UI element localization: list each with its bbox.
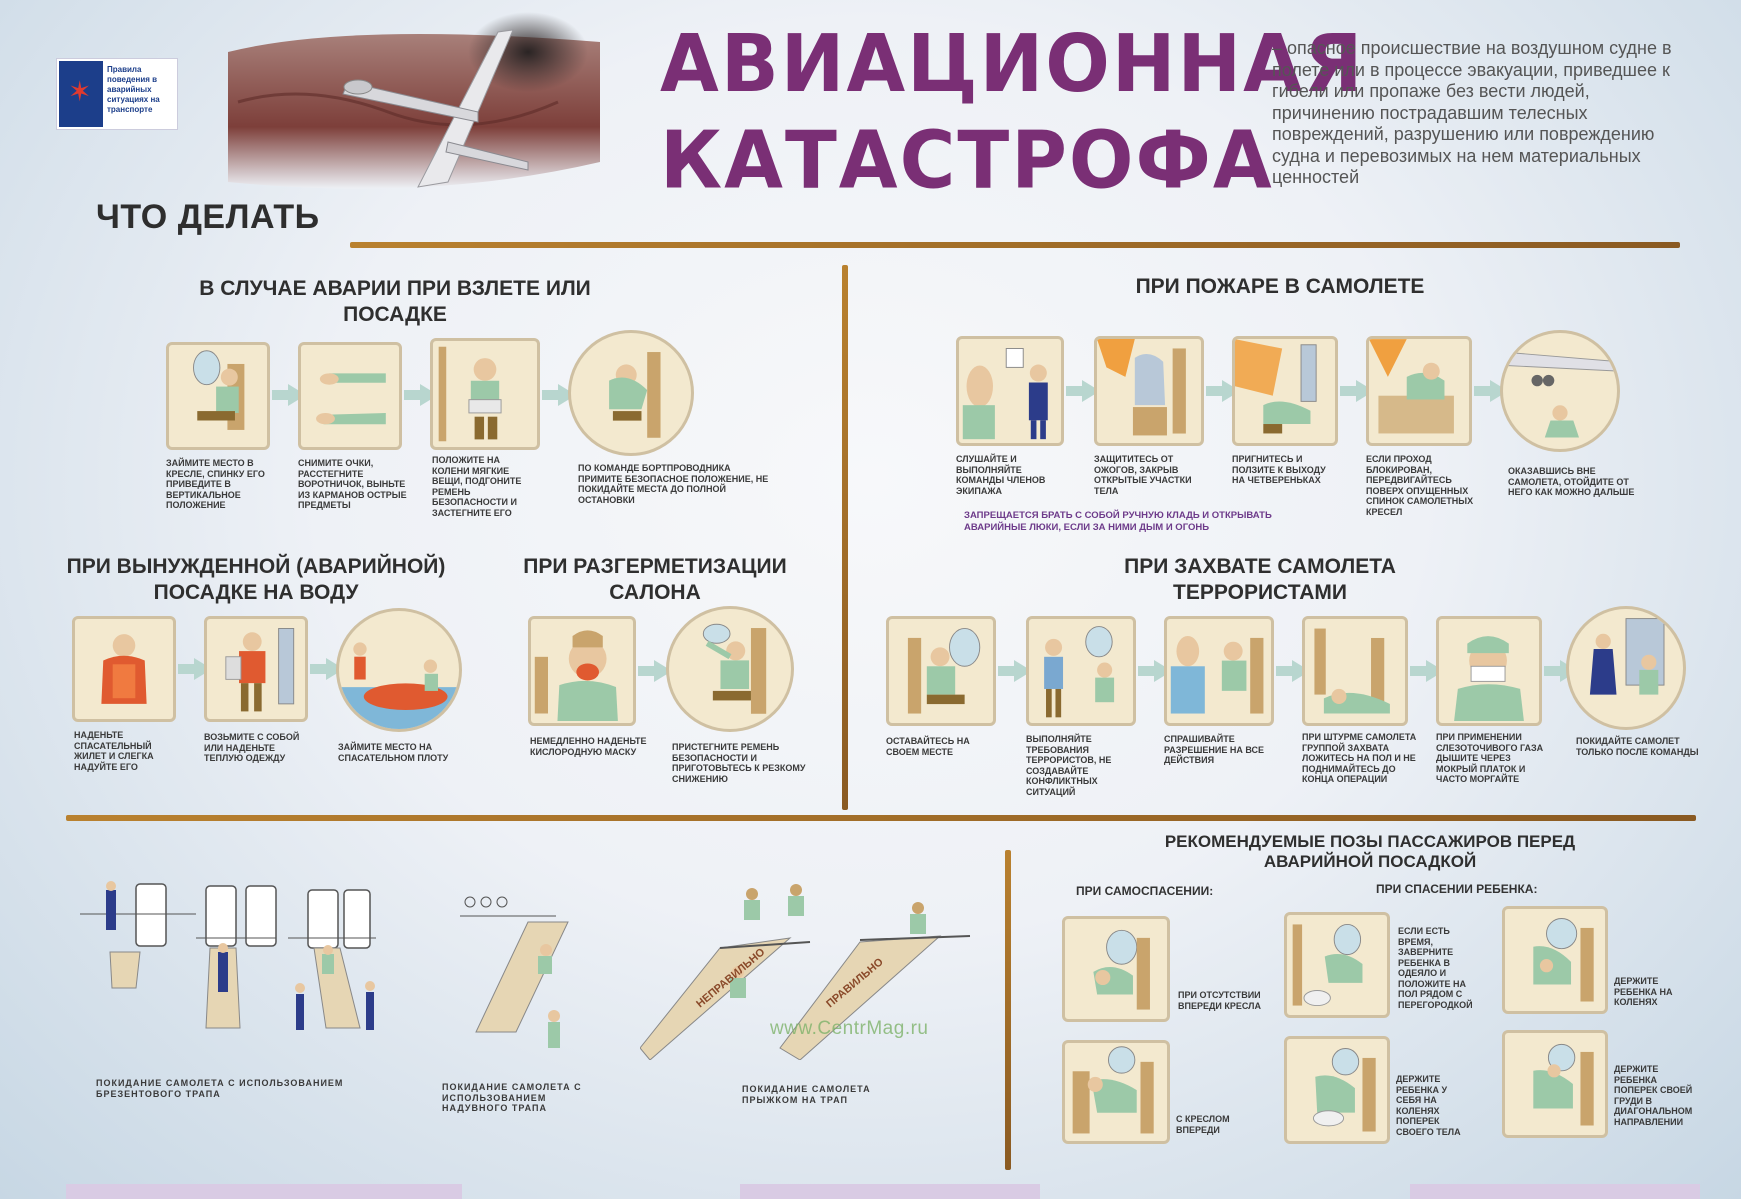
jump-slide-scene: НЕПРАВИЛЬНО ПРАВИЛЬНО bbox=[639, 880, 980, 1061]
what-to-do-heading: ЧТО ДЕЛАТЬ bbox=[96, 198, 320, 236]
fire-step-4-caption: ЕСЛИ ПРОХОД БЛОКИРОВАН, ПЕРЕДВИГАЙТЕСЬ П… bbox=[1366, 454, 1474, 517]
footer-strip bbox=[740, 1184, 1040, 1199]
self-rescue-label: ПРИ САМОСПАСЕНИИ: bbox=[1076, 884, 1214, 898]
takeoff-step-2-caption: СНИМИТЕ ОЧКИ, РАССТЕГНИТЕ ВОРОТНИЧОК, ВЫ… bbox=[298, 458, 407, 510]
child-rescue-label: ПРИ СПАСЕНИИ РЕБЕНКА: bbox=[1376, 882, 1538, 896]
bottom-divider bbox=[1005, 850, 1011, 1170]
water-step-3-image bbox=[336, 608, 462, 732]
water-title: ПРИ ВЫНУЖДЕННОЙ (АВАРИЙНОЙ) ПОСАДКЕ НА В… bbox=[66, 555, 446, 604]
child-position-1-caption: ЕСЛИ ЕСТЬ ВРЕМЯ, ЗАВЕРНИТЕ РЕБЕНКА В ОДЕ… bbox=[1398, 926, 1473, 1010]
fire-step-2-caption: ЗАЩИТИТЕСЬ ОТ ОЖОГОВ, ЗАКРЫВ ОТКРЫТЫЕ УЧ… bbox=[1094, 454, 1192, 496]
decompression-title: ПРИ РАЗГЕРМЕТИЗАЦИИ САЛОНА bbox=[523, 555, 787, 604]
hijack-step-1-image bbox=[886, 616, 996, 726]
decompression-step-2-image bbox=[666, 606, 794, 732]
watermark: www.CentrMag.ru bbox=[770, 1018, 929, 1039]
hijack-step-2-caption: ВЫПОЛНЯЙТЕ ТРЕБОВАНИЯ ТЕРРОРИСТОВ, НЕ СО… bbox=[1026, 734, 1112, 797]
fire-step-4-image bbox=[1366, 336, 1472, 446]
fire-step-1-caption: СЛУШАЙТЕ И ВЫПОЛНЯЙТЕ КОМАНДЫ ЧЛЕНОВ ЭКИ… bbox=[956, 454, 1046, 496]
inflatable-slide-scene bbox=[456, 882, 596, 1062]
hijack-step-1-caption: ОСТАВАЙТЕСЬ НА СВОЕМ МЕСТЕ bbox=[886, 736, 970, 757]
canvas-ladder-scene bbox=[76, 878, 396, 1058]
decompression-step-2-caption: ПРИСТЕГНИТЕ РЕМЕНЬ БЕЗОПАСНОСТИ И ПРИГОТ… bbox=[672, 742, 806, 784]
child-position-3-caption: ДЕРЖИТЕ РЕБЕНКА У СЕБЯ НА КОЛЕНЯХ ПОПЕРЕ… bbox=[1396, 1074, 1461, 1137]
title-line-2: КАТАСТРОФА bbox=[660, 113, 1274, 207]
self-position-2-image bbox=[1062, 1040, 1170, 1144]
decompression-step-1-image bbox=[528, 616, 636, 726]
positions-title: РЕКОМЕНДУЕМЫЕ ПОЗЫ ПАССАЖИРОВ ПЕРЕД АВАР… bbox=[1164, 832, 1576, 871]
hijack-step-2-image bbox=[1026, 616, 1136, 726]
child-position-4-caption: ДЕРЖИТЕ РЕБЕНКА ПОПЕРЕК СВОЕЙ ГРУДИ В ДИ… bbox=[1614, 1064, 1693, 1127]
ladder-caption: ПОКИДАНИЕ САМОЛЕТА С ИСПОЛЬЗОВАНИЕМ БРЕЗ… bbox=[96, 1078, 344, 1099]
takeoff-step-2-image bbox=[298, 342, 402, 450]
fire-title: ПРИ ПОЖАРЕ В САМОЛЕТЕ bbox=[1135, 275, 1425, 298]
water-step-1-caption: НАДЕНЬТЕ СПАСАТЕЛЬНЫЙ ЖИЛЕТ И СЛЕГКА НАД… bbox=[74, 730, 154, 772]
inflatable-slide-caption: ПОКИДАНИЕ САМОЛЕТА С ИСПОЛЬЗОВАНИЕМ НАДУ… bbox=[442, 1082, 582, 1113]
child-position-2-caption: ДЕРЖИТЕ РЕБЕНКА НА КОЛЕНЯХ bbox=[1614, 976, 1673, 1007]
child-position-1-image bbox=[1284, 912, 1390, 1018]
fire-step-3-image bbox=[1232, 336, 1338, 446]
fire-step-1-image bbox=[956, 336, 1064, 446]
self-position-1-caption: ПРИ ОТСУТСТВИИ ВПЕРЕДИ КРЕСЛА bbox=[1178, 990, 1261, 1011]
jump-slide-caption: ПОКИДАНИЕ САМОЛЕТА ПРЫЖКОМ НА ТРАП bbox=[742, 1084, 871, 1105]
middle-divider bbox=[66, 815, 1696, 821]
takeoff-step-4-image bbox=[568, 330, 694, 456]
hijack-step-6-image bbox=[1566, 606, 1686, 730]
logo-text: Правила поведения в аварийных ситуациях … bbox=[107, 65, 160, 114]
fire-warning: ЗАПРЕЩАЕТСЯ БРАТЬ С СОБОЙ РУЧНУЮ КЛАДЬ И… bbox=[964, 510, 1272, 533]
hijack-step-5-image bbox=[1436, 616, 1542, 726]
logo: Правила поведения в аварийных ситуациях … bbox=[56, 58, 178, 130]
takeoff-step-3-caption: ПОЛОЖИТЕ НА КОЛЕНИ МЯГКИЕ ВЕЩИ, ПОДГОНИТ… bbox=[432, 455, 522, 518]
takeoff-step-4-caption: ПО КОМАНДЕ БОРТПРОВОДНИКА ПРИМИТЕ БЕЗОПА… bbox=[578, 463, 769, 505]
self-position-1-image bbox=[1062, 916, 1170, 1022]
hijack-step-4-caption: ПРИ ШТУРМЕ САМОЛЕТА ГРУППОЙ ЗАХВАТА ЛОЖИ… bbox=[1302, 732, 1417, 784]
fire-step-5-caption: ОКАЗАВШИСЬ ВНЕ САМОЛЕТА, ОТОЙДИТЕ ОТ НЕГ… bbox=[1508, 466, 1635, 497]
child-position-3-image bbox=[1284, 1036, 1390, 1144]
footer-strip bbox=[66, 1184, 462, 1199]
takeoff-step-3-image bbox=[430, 338, 540, 450]
water-step-3-caption: ЗАЙМИТЕ МЕСТО НА СПАСАТЕЛЬНОМ ПЛОТУ bbox=[338, 742, 449, 763]
water-step-2-caption: ВОЗЬМИТЕ С СОБОЙ ИЛИ НАДЕНЬТЕ ТЕПЛУЮ ОДЕ… bbox=[204, 732, 300, 763]
water-step-2-image bbox=[204, 616, 308, 722]
top-divider bbox=[350, 242, 1680, 248]
decompression-step-1-caption: НЕМЕДЛЕННО НАДЕНЬТЕ КИСЛОРОДНУЮ МАСКУ bbox=[530, 736, 647, 757]
water-step-1-image bbox=[72, 616, 176, 722]
hijack-step-4-image bbox=[1302, 616, 1408, 726]
fire-step-3-caption: ПРИГНИТЕСЬ И ПОЛЗИТЕ К ВЫХОДУ НА ЧЕТВЕРЕ… bbox=[1232, 454, 1326, 485]
child-position-2-image bbox=[1502, 906, 1608, 1014]
hijack-step-5-caption: ПРИ ПРИМЕНЕНИИ СЛЕЗОТОЧИВОГО ГАЗА ДЫШИТЕ… bbox=[1436, 732, 1544, 784]
fire-step-2-image bbox=[1094, 336, 1204, 446]
child-position-4-image bbox=[1502, 1030, 1608, 1138]
hijack-step-3-caption: СПРАШИВАЙТЕ РАЗРЕШЕНИЕ НА ВСЕ ДЕЙСТВИЯ bbox=[1164, 734, 1265, 765]
airplane-photo bbox=[228, 12, 600, 202]
footer-strip bbox=[1410, 1184, 1700, 1199]
self-position-2-caption: С КРЕСЛОМ ВПЕРЕДИ bbox=[1176, 1114, 1230, 1135]
main-title: АВИАЦИОННАЯ КАТАСТРОФА bbox=[660, 15, 1365, 208]
emblem-icon bbox=[59, 61, 103, 127]
takeoff-step-1-caption: ЗАЙМИТЕ МЕСТО В КРЕСЛЕ, СПИНКУ ЕГО ПРИВЕ… bbox=[166, 458, 265, 510]
definition-text: – опасное происшествие на воздушном судн… bbox=[1272, 38, 1672, 187]
hijack-step-6-caption: ПОКИДАЙТЕ САМОЛЕТ ТОЛЬКО ПОСЛЕ КОМАНДЫ bbox=[1576, 736, 1699, 757]
hijack-step-3-image bbox=[1164, 616, 1274, 726]
title-line-1: АВИАЦИОННАЯ bbox=[660, 16, 1365, 110]
center-divider bbox=[842, 265, 848, 810]
takeoff-step-1-image bbox=[166, 342, 270, 450]
fire-step-5-image bbox=[1500, 330, 1620, 452]
takeoff-landing-title: В СЛУЧАЕ АВАРИИ ПРИ ВЗЛЕТЕ ИЛИ ПОСАДКЕ bbox=[199, 277, 591, 326]
hijack-title: ПРИ ЗАХВАТЕ САМОЛЕТА ТЕРРОРИСТАМИ bbox=[1124, 555, 1396, 604]
